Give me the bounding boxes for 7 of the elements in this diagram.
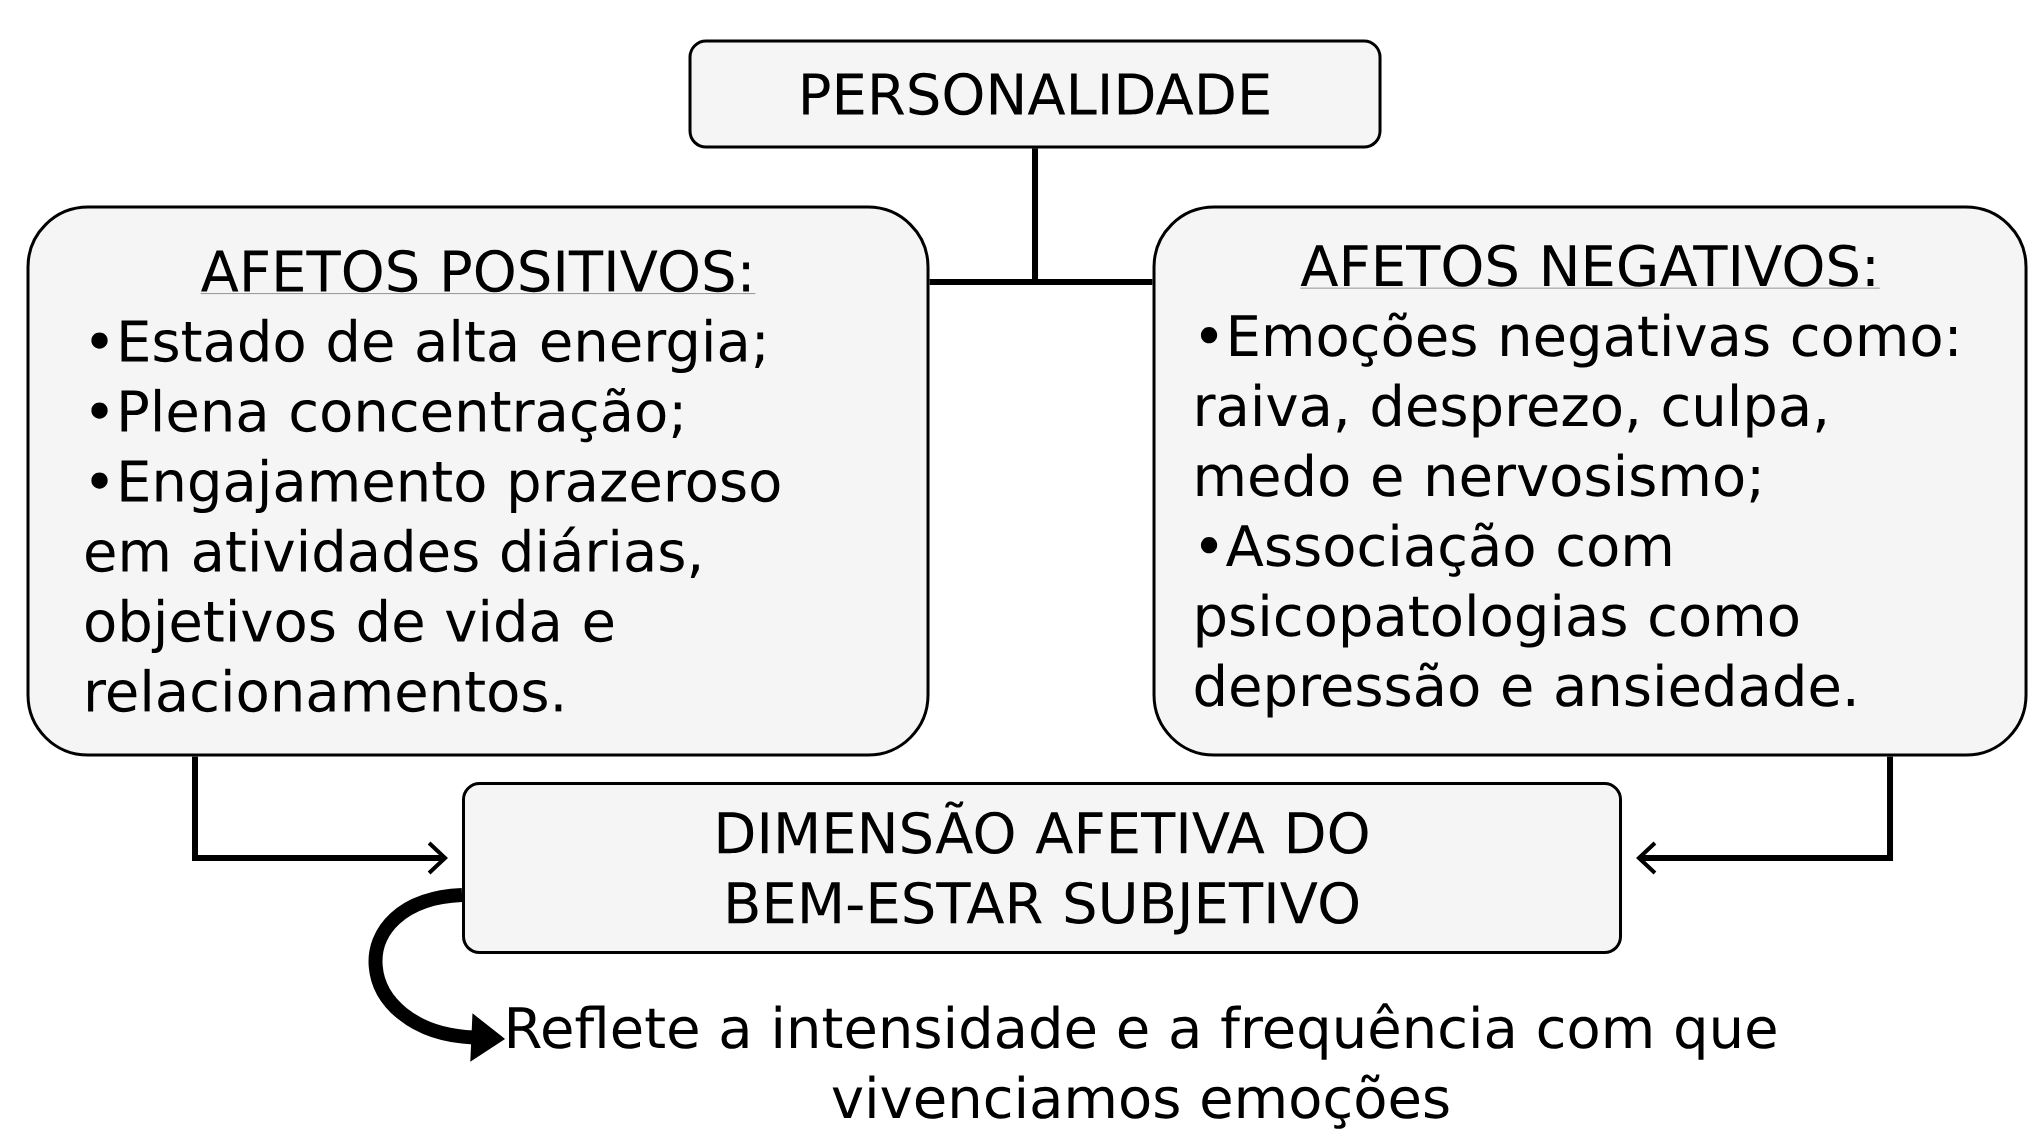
rounded-box: AFETOS NEGATIVOS: •Emoções negativas como: raiva, desprezo, culpa, medo e nervosismo; •Associação com psicopatologias como depressão e ansiedade. — [1152, 205, 2028, 757]
title-box: PERSONALIDADE — [688, 39, 1382, 149]
rounded-box: AFETOS POSITIVOS: •Estado de alta energia; •Plena concentração; •Engajamento prazeroso em atividades diárias, objetivos de vida e relacionamentos. — [26, 205, 930, 757]
arrow — [1636, 756, 1894, 875]
process-box: DIMENSÃO AFETIVA DO BEM-ESTAR SUBJETIVO — [462, 782, 1622, 954]
arrow — [192, 756, 448, 875]
caption-text: Reflete a intensidade e a frequência com que vivenciamos emoções — [509, 1003, 1776, 1129]
